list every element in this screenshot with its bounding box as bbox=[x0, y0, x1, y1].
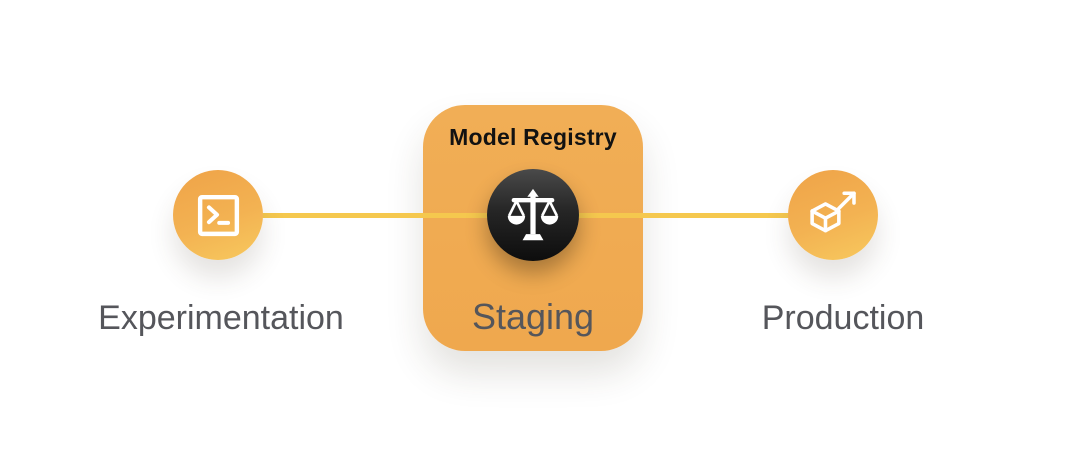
stage-label-experimentation: Experimentation bbox=[98, 299, 344, 337]
stage-label-production: Production bbox=[761, 299, 925, 337]
terminal-icon bbox=[195, 192, 242, 239]
cube-deploy-icon bbox=[805, 187, 862, 244]
registry-icon-badge bbox=[487, 169, 579, 261]
model-registry-title: Model Registry bbox=[449, 124, 617, 150]
stage-label-staging: Staging bbox=[471, 296, 595, 337]
production-node bbox=[788, 170, 878, 260]
experimentation-node bbox=[173, 170, 263, 260]
balance-scale-icon bbox=[505, 188, 561, 242]
